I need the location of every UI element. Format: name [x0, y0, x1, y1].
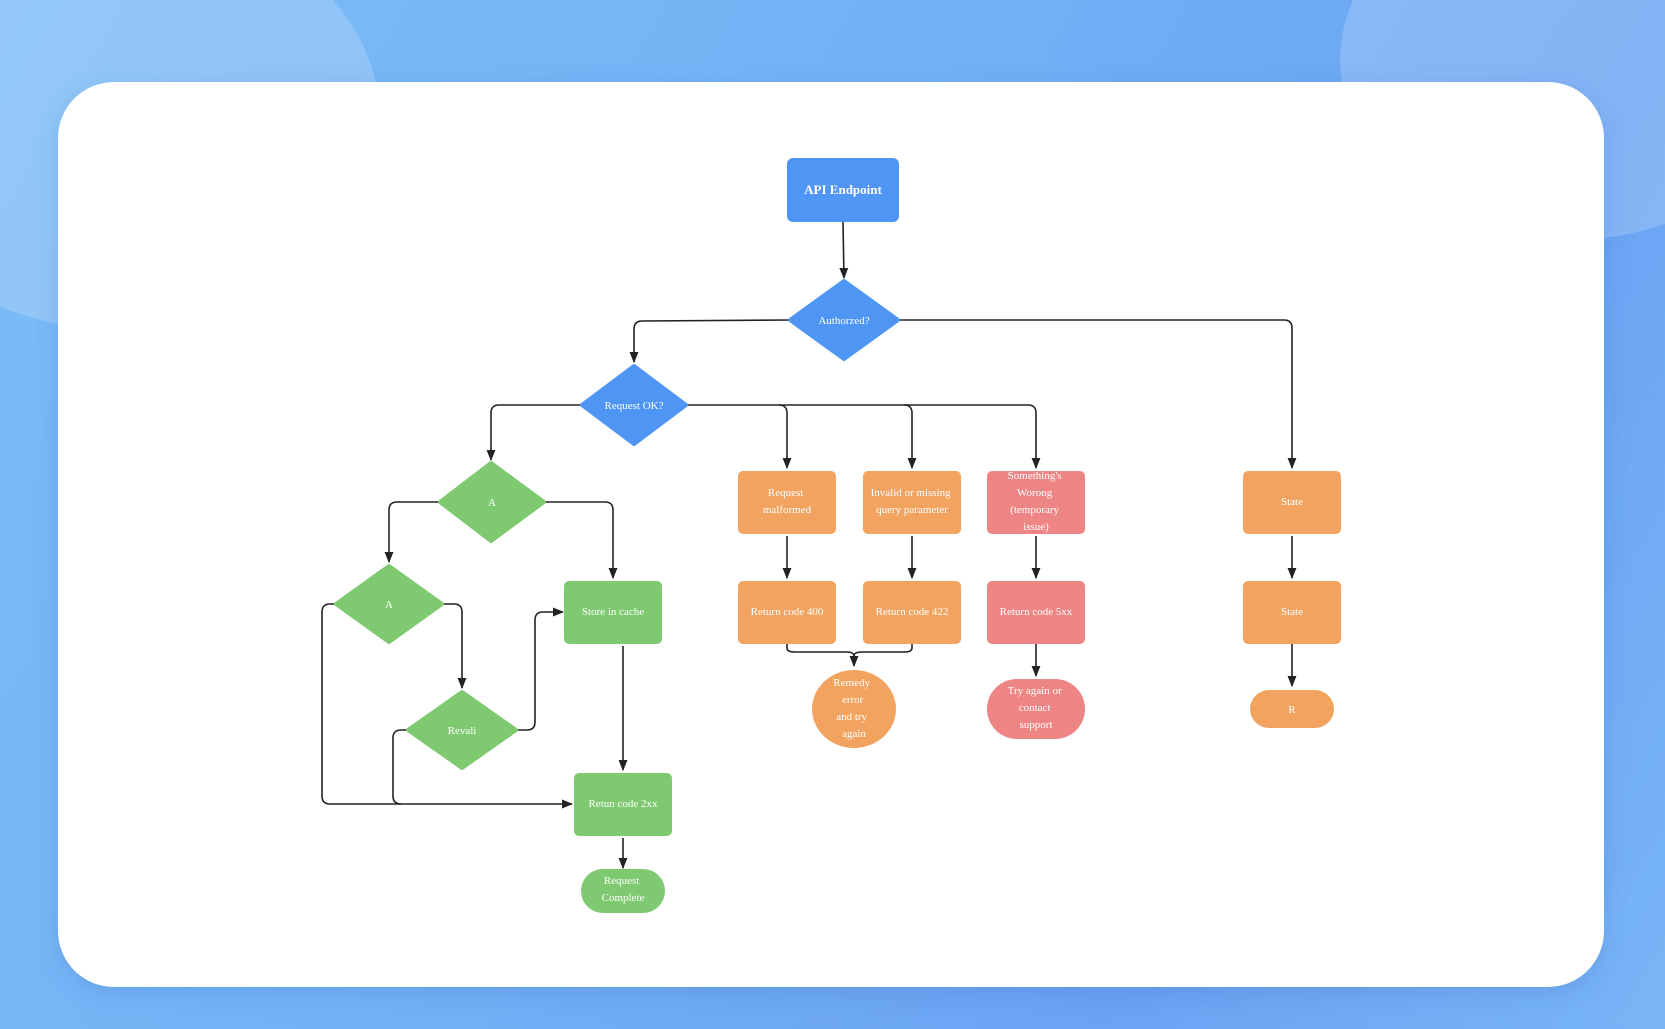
node-remedy-error-line-1: Remedy	[833, 677, 870, 689]
node-try-again-line-3: support	[1020, 719, 1053, 731]
node-invalid-param-line-2: query parameter	[876, 504, 948, 516]
node-request-complete[interactable]: Request Complete	[581, 869, 665, 913]
node-return-400[interactable]: Return code 400	[738, 581, 836, 644]
edge-revalidate-to-return-2xx	[392, 729, 408, 805]
node-revalidate-label: Revali	[448, 725, 477, 737]
svg-text:Try again or contact: Try again or contact support	[1008, 685, 1065, 731]
node-state-2-label: State	[1281, 606, 1303, 618]
edge-authorized-to-request-ok	[629, 319, 791, 364]
node-check-a-left[interactable]: A	[334, 564, 444, 644]
node-request-malformed[interactable]: Request malformed	[738, 471, 836, 534]
node-revalidate[interactable]: Revali	[406, 690, 518, 770]
node-api-endpoint-label: API Endpoint	[804, 182, 882, 197]
node-try-again[interactable]: Try again or contact support	[987, 679, 1085, 739]
node-request-ok[interactable]: Request OK?	[580, 364, 688, 446]
edge-422-to-remedy	[853, 644, 913, 657]
node-remedy-error-line-2: error	[842, 694, 864, 706]
node-invalid-param-line-1: Invalid or missing	[871, 487, 952, 499]
edge-request-ok-to-a-top	[486, 404, 582, 462]
node-something-wrong-line-2: Worong	[1017, 487, 1053, 499]
edge-request-ok-to-malformed	[686, 404, 792, 470]
node-try-again-line-1: Try again or	[1008, 685, 1062, 697]
node-something-wrong-line-3: (temporary	[1010, 504, 1059, 516]
edge-a-left-to-revalidate	[442, 603, 467, 690]
svg-text:Request malformed: Request malformed	[763, 487, 812, 516]
node-authorized[interactable]: Authorzed?	[788, 279, 900, 361]
node-request-complete-line-2: Complete	[602, 892, 645, 904]
node-something-wrong-line-4: issue)	[1023, 521, 1049, 533]
node-state-2[interactable]: State	[1243, 581, 1341, 644]
node-something-wrong-line-1: Something's	[1008, 470, 1062, 482]
node-return-2xx-label: Retun code 2xx	[588, 798, 658, 810]
node-api-endpoint[interactable]: API Endpoint	[787, 158, 899, 222]
node-r-terminal[interactable]: R	[1250, 690, 1334, 728]
node-return-422-label: Return code 422	[876, 606, 949, 618]
node-state-1[interactable]: State	[1243, 471, 1341, 534]
node-request-ok-label: Request OK?	[605, 400, 664, 412]
node-request-malformed-line-1: Request	[768, 487, 803, 499]
node-invalid-param[interactable]: Invalid or missing query parameter	[863, 471, 961, 534]
node-return-400-label: Return code 400	[751, 606, 824, 618]
edge-a-left-to-return-2xx	[321, 603, 574, 809]
node-return-2xx[interactable]: Retun code 2xx	[574, 773, 672, 836]
node-remedy-error[interactable]: Remedy error and try again	[812, 670, 896, 748]
edge-a-top-to-a-left	[384, 501, 440, 564]
node-check-a-left-label: A	[385, 599, 393, 611]
node-check-a-top[interactable]: A	[438, 461, 546, 543]
edge-request-ok-to-something-wrong	[904, 404, 1041, 470]
node-store-in-cache-label: Store in cache	[582, 606, 644, 618]
edge-a-top-to-cache	[544, 501, 618, 580]
node-return-422[interactable]: Return code 422	[863, 581, 961, 644]
node-return-5xx-label: Return code 5xx	[1000, 606, 1073, 618]
flowchart: API Endpoint Authorzed? Request OK? A A …	[321, 158, 1341, 913]
node-authorized-label: Authorzed?	[818, 315, 869, 327]
node-try-again-line-2: contact	[1019, 702, 1051, 714]
node-r-terminal-label: R	[1288, 704, 1296, 716]
edges	[321, 221, 1297, 870]
node-return-5xx[interactable]: Return code 5xx	[987, 581, 1085, 644]
node-store-in-cache[interactable]: Store in cache	[564, 581, 662, 644]
edge-revalidate-to-cache	[516, 607, 565, 731]
node-request-malformed-line-2: malformed	[763, 504, 812, 516]
svg-text:Something's Worong: Something's Worong (temporary issue)	[1008, 470, 1065, 533]
node-request-complete-line-1: Request	[604, 875, 639, 887]
diagram-card: API Endpoint Authorzed? Request OK? A A …	[58, 82, 1604, 987]
node-check-a-top-label: A	[488, 497, 496, 509]
svg-text:Invalid or missing query: Invalid or missing query parameter	[871, 487, 954, 516]
svg-text:Remedy error and t: Remedy error and try again	[833, 677, 872, 740]
node-something-wrong[interactable]: Something's Worong (temporary issue)	[987, 470, 1085, 534]
edge-400-to-remedy	[786, 644, 859, 668]
node-remedy-error-line-4: again	[842, 728, 866, 740]
edge-request-ok-to-invalid	[779, 404, 917, 470]
edge-api-to-authorized	[839, 221, 849, 280]
svg-text:Request Complete: Request Complete	[602, 875, 645, 904]
node-state-1-label: State	[1281, 496, 1303, 508]
node-remedy-error-line-3: and try	[836, 711, 867, 723]
edge-authorized-to-state	[898, 319, 1297, 470]
